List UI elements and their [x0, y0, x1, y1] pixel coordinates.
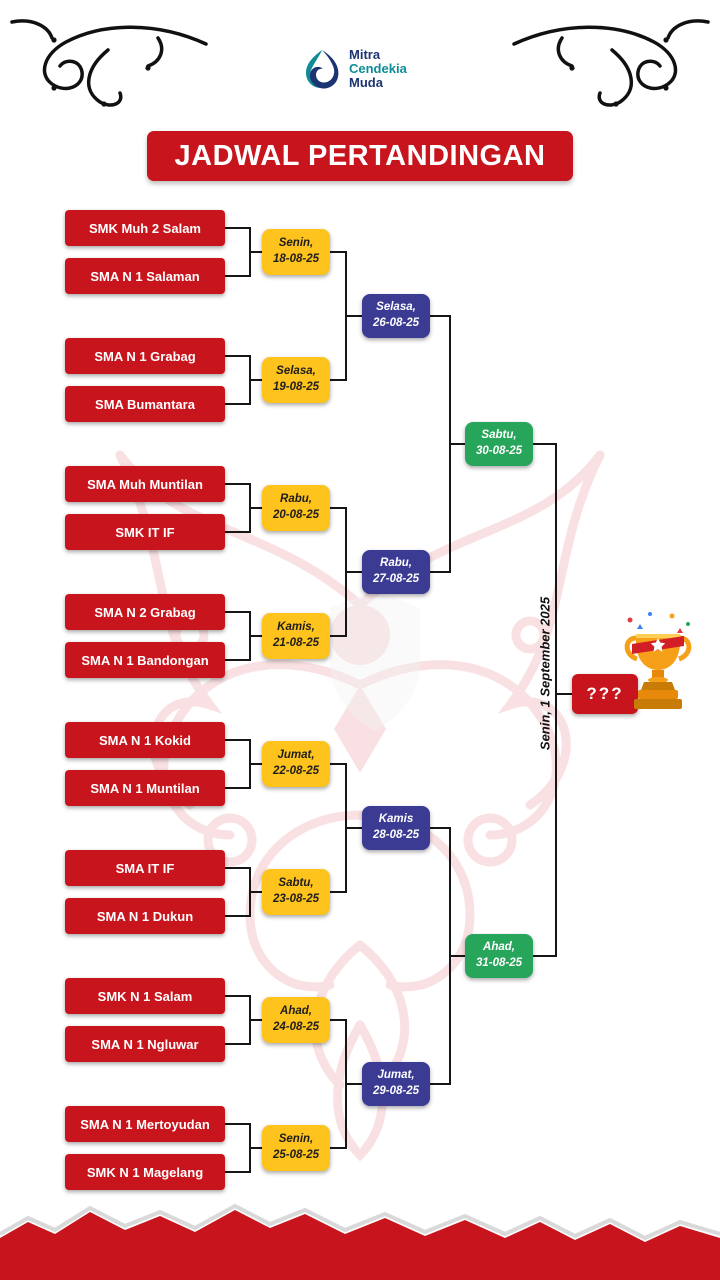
- round1-date: Ahad, 24-08-25: [262, 997, 330, 1043]
- team-box: SMA N 1 Dukun: [65, 898, 225, 934]
- match-date: 28-08-25: [372, 829, 420, 841]
- match-date: 31-08-25: [475, 957, 523, 969]
- team-box: SMA N 1 Muntilan: [65, 770, 225, 806]
- team-box: SMA IT IF: [65, 850, 225, 886]
- torn-paper-edge: [0, 1203, 720, 1280]
- match-date: 30-08-25: [475, 445, 523, 457]
- quarterfinal-date: Jumat, 29-08-25: [362, 1062, 430, 1106]
- team-box: SMK Muh 2 Salam: [65, 210, 225, 246]
- champion-placeholder: ???: [572, 674, 638, 714]
- logo: Mitra Cendekia Muda: [302, 47, 407, 91]
- match-day: Sabtu,: [278, 877, 314, 890]
- team-box: SMA N 1 Bandongan: [65, 642, 225, 678]
- match-date: 27-08-25: [372, 573, 420, 585]
- quarterfinal-date: Selasa, 26-08-25: [362, 294, 430, 338]
- logo-line-2: Cendekia: [349, 61, 407, 77]
- match-day: Jumat,: [377, 1069, 415, 1082]
- title-banner: JADWAL PERTANDINGAN: [147, 131, 573, 181]
- match-date: 18-08-25: [272, 253, 320, 265]
- logo-line-3: Muda: [349, 75, 383, 91]
- match-day: Kamis: [378, 813, 414, 826]
- match-date: 19-08-25: [272, 381, 320, 393]
- match-day: Ahad,: [483, 941, 515, 954]
- match-date: 21-08-25: [272, 637, 320, 649]
- team-box: SMA N 1 Grabag: [65, 338, 225, 374]
- semifinal-date: Ahad, 31-08-25: [465, 934, 533, 978]
- quarterfinal-date: Kamis 28-08-25: [362, 806, 430, 850]
- team-box: SMA N 1 Ngluwar: [65, 1026, 225, 1062]
- quarterfinal-date: Rabu, 27-08-25: [362, 550, 430, 594]
- match-date: 22-08-25: [272, 765, 320, 777]
- round1-date: Kamis, 21-08-25: [262, 613, 330, 659]
- confetti: [627, 612, 690, 633]
- match-day: Selasa,: [276, 365, 316, 378]
- match-date: 25-08-25: [272, 1149, 320, 1161]
- flourish-ornament-right: [512, 19, 710, 107]
- round1-date: Senin, 25-08-25: [262, 1125, 330, 1171]
- match-date: 26-08-25: [372, 317, 420, 329]
- match-date: 20-08-25: [272, 509, 320, 521]
- match-day: Senin,: [278, 237, 314, 250]
- round1-date: Sabtu, 23-08-25: [262, 869, 330, 915]
- team-box: SMA N 1 Mertoyudan: [65, 1106, 225, 1142]
- match-day: Ahad,: [280, 1005, 312, 1018]
- round1-date: Jumat, 22-08-25: [262, 741, 330, 787]
- match-day: Selasa,: [376, 301, 416, 314]
- team-box: SMK IT IF: [65, 514, 225, 550]
- match-date: 24-08-25: [272, 1021, 320, 1033]
- logo-line-1: Mitra: [349, 47, 381, 62]
- match-date: 29-08-25: [372, 1085, 420, 1097]
- round1-date: Selasa, 19-08-25: [262, 357, 330, 403]
- round1-date: Rabu, 20-08-25: [262, 485, 330, 531]
- team-box: SMA Muh Muntilan: [65, 466, 225, 502]
- round1-date: Senin, 18-08-25: [262, 229, 330, 275]
- team-box: SMA Bumantara: [65, 386, 225, 422]
- flourish-ornament-left: [10, 19, 208, 107]
- trophy-icon: [624, 612, 692, 709]
- match-day: Sabtu,: [481, 429, 517, 442]
- match-day: Jumat,: [277, 749, 315, 762]
- team-box: SMA N 1 Salaman: [65, 258, 225, 294]
- semifinal-date: Sabtu, 30-08-25: [465, 422, 533, 466]
- team-box: SMA N 1 Kokid: [65, 722, 225, 758]
- team-box: SMK N 1 Magelang: [65, 1154, 225, 1190]
- team-box: SMK N 1 Salam: [65, 978, 225, 1014]
- page-title: JADWAL PERTANDINGAN: [174, 139, 546, 172]
- match-day: Rabu,: [380, 557, 412, 570]
- match-day: Senin,: [278, 1133, 314, 1146]
- team-box: SMA N 2 Grabag: [65, 594, 225, 630]
- logo-icon: [306, 50, 339, 89]
- match-date: 23-08-25: [272, 893, 320, 905]
- match-day: Rabu,: [280, 493, 312, 506]
- match-day: Kamis,: [277, 621, 315, 634]
- final-date: Senin, 1 September 2025: [537, 596, 553, 751]
